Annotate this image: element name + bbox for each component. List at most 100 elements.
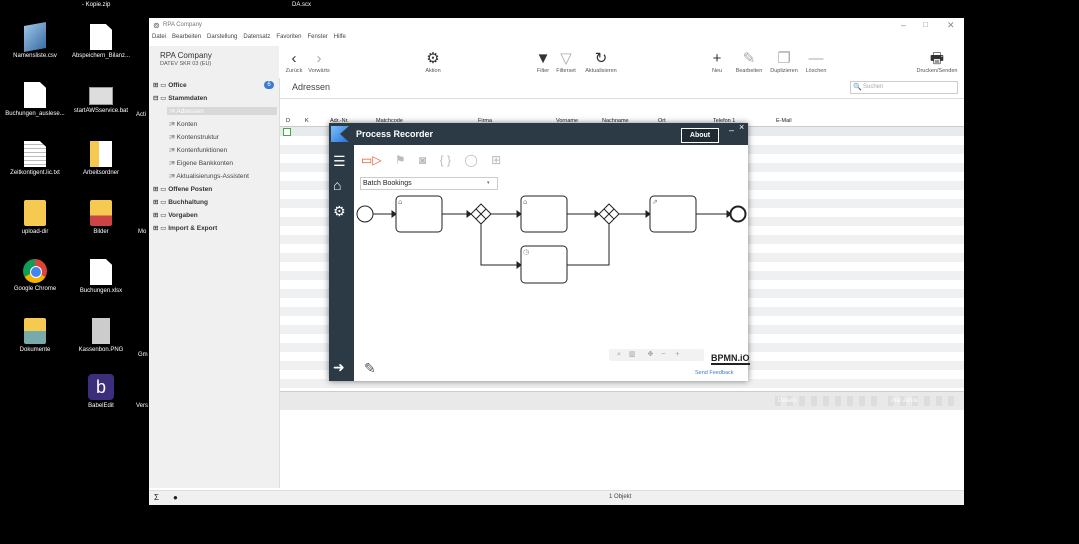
company-name: RPA Company (160, 51, 212, 60)
tree-item-konten[interactable]: ⁝≡ Konten (169, 121, 198, 128)
col-ort[interactable]: Ort (658, 118, 666, 124)
desktop-icon-dokumente[interactable]: Dokumente (0, 318, 70, 353)
hamburger-menu-icon[interactable]: ☰ (333, 153, 346, 169)
process-select[interactable]: Batch Bookings ▾ (360, 177, 498, 190)
recenter-icon[interactable]: ✥ (647, 351, 654, 358)
start-event[interactable] (356, 205, 374, 223)
col-nachname[interactable]: Nachname (602, 118, 629, 124)
desktop-partial-label: Gm (138, 352, 148, 358)
col-firma[interactable]: Firma (478, 118, 493, 124)
minimap-icon[interactable]: ▥ (628, 351, 636, 358)
tree-offene-posten[interactable]: ⊞ ▭ Offene Posten (153, 186, 213, 193)
menu-datei[interactable]: Datei (152, 34, 167, 40)
duplicate-button[interactable]: ❐Duplizieren (766, 50, 802, 74)
tree-item-eigene-bankkonten[interactable]: ⁝≡ Eigene Bankkonten (169, 160, 234, 167)
recorder-close-icon[interactable]: × (739, 122, 745, 132)
forward-button[interactable]: ›Vorwärts (306, 50, 332, 74)
desktop-icon-bilder[interactable]: Bilder (66, 200, 136, 235)
refresh-button[interactable]: ↻Aktualisieren (581, 50, 621, 74)
chrome-icon (23, 259, 47, 283)
desktop-icon-buchungen-xlsx[interactable]: Buchungen.xlsx (66, 259, 136, 294)
filterset-button[interactable]: ▽Filterset (554, 50, 578, 74)
desktop-top-label: - Kopie.zip (82, 2, 111, 8)
video-record-icon[interactable]: ▭▷ (361, 153, 382, 167)
zoom-out-icon[interactable]: − (661, 351, 666, 358)
batch-file-icon (89, 87, 113, 105)
col-email[interactable]: E-Mail (776, 118, 792, 124)
delete-button[interactable]: —Löschen (803, 50, 829, 74)
menu-darstellung[interactable]: Darstellung (207, 34, 238, 40)
printer-icon: 🖶 (929, 50, 945, 67)
tree-buchhaltung[interactable]: ⊞ ▭ Buchhaltung (153, 199, 208, 206)
desktop-icon-startawsservice[interactable]: startAWSservice.bat (66, 82, 136, 114)
csv-file-icon (24, 22, 46, 52)
tab-adressen[interactable]: Adressen (292, 82, 331, 92)
edit-note-icon[interactable]: ✎ (364, 360, 376, 376)
details-dropdown[interactable]: Details (775, 396, 882, 406)
back-button[interactable]: ‹Zurück (283, 50, 305, 74)
add-box-icon[interactable]: ⊞ (491, 153, 502, 167)
tree-item-adressen[interactable]: ⁝≡ Adressen (167, 107, 277, 115)
tree-stammdaten[interactable]: ⊟ ▭ Stammdaten (153, 95, 208, 102)
end-event[interactable] (729, 205, 747, 223)
code-braces-icon[interactable]: { } (439, 153, 451, 167)
tree-office[interactable]: ⊞ ▭ Office (153, 82, 187, 89)
menu-bearbeiten[interactable]: Bearbeiten (172, 34, 202, 40)
action-button[interactable]: ⚙Aktion (419, 50, 447, 74)
tree-item-aktualisierungs-assistent[interactable]: ⁝≡ Aktualisierungs-Assistent (169, 173, 249, 180)
minus-icon: — (808, 50, 824, 67)
menu-datensatz[interactable]: Datensatz (243, 34, 271, 40)
search-input[interactable]: 🔍 Suchen (850, 81, 958, 94)
col-matchcode[interactable]: Matchcode (376, 118, 403, 124)
pencil-icon: ✎ (742, 50, 756, 67)
print-button[interactable]: 🖶Drucken/Senden (911, 50, 963, 74)
menu-hilfe[interactable]: Hilfe (333, 34, 346, 40)
desktop-icon-kassenbon[interactable]: Kassenbon.PNG (66, 318, 136, 353)
col-telefon[interactable]: Telefon 1 (713, 118, 736, 124)
task-2[interactable] (520, 195, 568, 233)
task-1[interactable] (395, 195, 443, 233)
comment-icon[interactable]: ◯ (464, 153, 478, 167)
menu-favoriten[interactable]: Favoriten (276, 34, 302, 40)
zoom-in-icon[interactable]: + (675, 351, 680, 358)
edit-button[interactable]: ✎Bearbeiten (733, 50, 765, 74)
flag-icon[interactable]: ⚑ (394, 153, 406, 167)
desktop-icon-babeledit[interactable]: b BabelEdit (66, 374, 136, 409)
close-icon[interactable]: ✕ (947, 20, 955, 30)
minimize-icon[interactable]: – (901, 20, 907, 30)
tree-item-kontenfunktionen[interactable]: ⁝≡ Kontenfunktionen (169, 147, 228, 154)
desktop-icon-buchungen-auslese[interactable]: Buchungen_auslese... (0, 82, 70, 117)
home-icon[interactable]: ⌂ (333, 177, 342, 193)
tree-vorgaben[interactable]: ⊞ ▭ Vorgaben (153, 212, 198, 219)
send-feedback-link[interactable]: Send Feedback (695, 370, 734, 376)
row-checkbox[interactable] (283, 128, 291, 136)
desktop-icon-upload-dir[interactable]: upload-dir (0, 200, 70, 235)
col-k[interactable]: K (305, 118, 309, 124)
info-icon[interactable]: ● (173, 493, 178, 502)
status-bar: Σ ● 1 Objekt (149, 490, 964, 505)
recorder-minimize-icon[interactable]: – (729, 125, 735, 135)
col-vorname[interactable]: Vorname (556, 118, 579, 124)
filter-button[interactable]: ▼Filter (535, 50, 551, 74)
col-d[interactable]: D (286, 118, 290, 124)
desktop-icon-arbeitsordner[interactable]: Arbeitsordner (66, 141, 136, 176)
bpmn-io-logo[interactable]: BPMN.iO (711, 353, 750, 365)
menu-fenster[interactable]: Fenster (307, 34, 328, 40)
col-adr-nr[interactable]: Adr.-Nr. (330, 118, 349, 124)
desktop-icon-zeitkontigent[interactable]: Zeitkontigent.lic.txt (0, 141, 70, 176)
settings-gear-icon[interactable]: ⚙ (333, 203, 346, 219)
recorder-sidebar: ☰ ⌂ ⚙ ➜ (329, 145, 354, 381)
sum-icon[interactable]: Σ (154, 493, 159, 502)
search-icon[interactable]: ⌕ (617, 351, 621, 358)
camera-icon[interactable]: ◙ (419, 153, 427, 167)
years-dropdown[interactable]: Alle Jahre (888, 396, 959, 406)
tree-item-kontenstruktur[interactable]: ⁝≡ Kontenstruktur (169, 134, 219, 141)
desktop-icon-namensliste[interactable]: Namensliste.csv (0, 22, 70, 59)
new-button[interactable]: +Neu (709, 50, 725, 74)
about-button[interactable]: About (681, 128, 719, 143)
tree-import-export[interactable]: ⊞ ▭ Import & Export (153, 225, 218, 232)
logout-icon[interactable]: ➜ (333, 359, 345, 375)
maximize-icon[interactable]: □ (923, 20, 928, 29)
desktop-icon-abspeichern[interactable]: Abspeichern_Bilanz... (66, 24, 136, 59)
desktop-icon-google-chrome[interactable]: Google Chrome (0, 259, 70, 292)
